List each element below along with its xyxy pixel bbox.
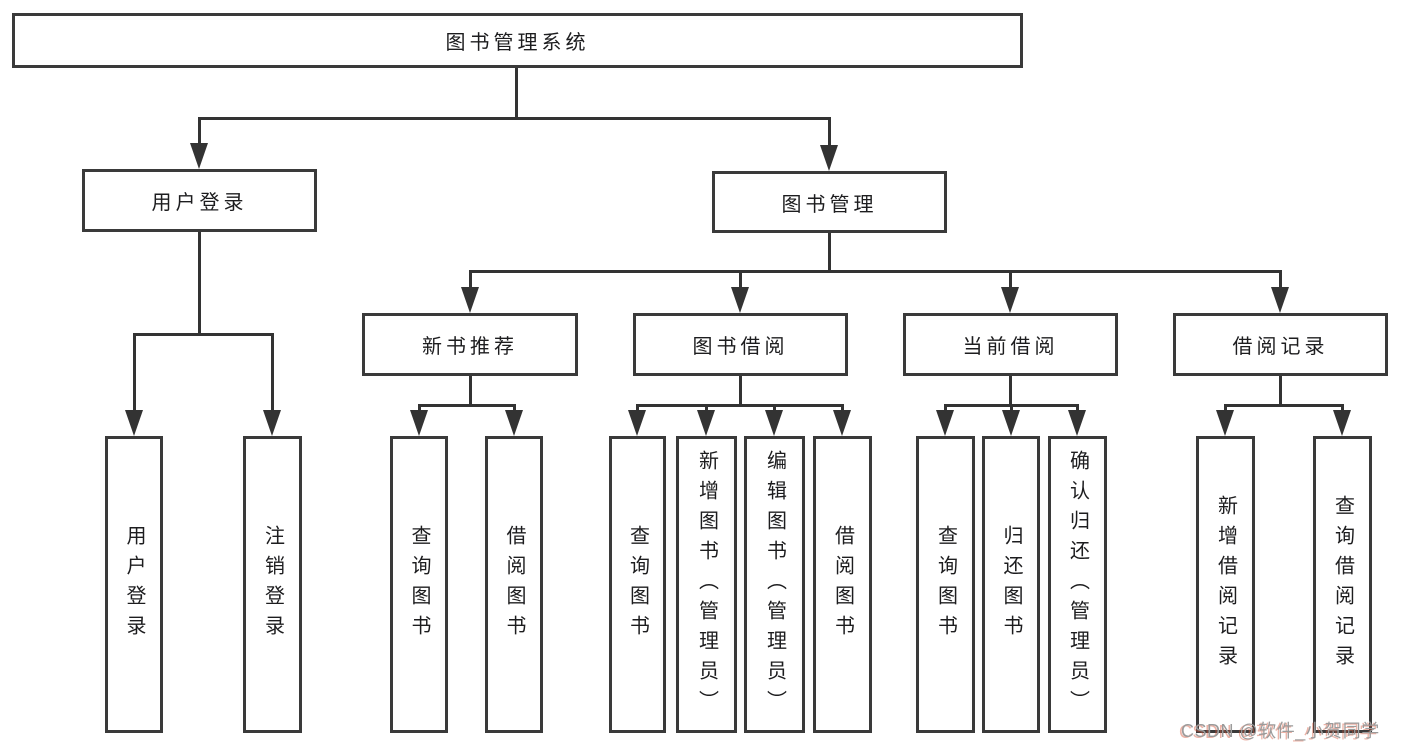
connector-line [198, 117, 201, 147]
connector-line [1279, 270, 1282, 290]
leaf-user-login: 用户登录 [105, 436, 163, 733]
connector-line [133, 333, 274, 336]
leaf-add-borrow-record: 新增借阅记录 [1196, 436, 1255, 733]
arrow-down-icon [1216, 410, 1234, 436]
arrow-down-icon [1001, 287, 1019, 313]
leaf-logout: 注销登录 [243, 436, 302, 733]
connector-line [271, 333, 274, 413]
leaf-borrow-books-recommend: 借阅图书 [485, 436, 543, 733]
leaf-add-book-admin: 新增图书（管理员） [676, 436, 737, 733]
arrow-down-icon [628, 410, 646, 436]
arrow-down-icon [125, 410, 143, 436]
arrow-down-icon [1271, 287, 1289, 313]
arrow-down-icon [697, 410, 715, 436]
connector-line [469, 270, 472, 290]
watermark: CSDN @软件_小贺同学 [1181, 721, 1380, 741]
connector-line [828, 233, 831, 272]
arrow-down-icon [833, 410, 851, 436]
connector-line [418, 404, 421, 413]
connector-line [1009, 270, 1012, 290]
leaf-return-book: 归还图书 [982, 436, 1040, 733]
connector-line [773, 404, 776, 413]
leaf-query-books-recommend: 查询图书 [390, 436, 448, 733]
arrow-down-icon [190, 143, 208, 169]
connector-line [1009, 376, 1012, 407]
leaf-edit-book-admin: 编辑图书（管理员） [744, 436, 805, 733]
arrow-down-icon [461, 287, 479, 313]
leaf-query-books-current: 查询图书 [916, 436, 975, 733]
arrow-down-icon [263, 410, 281, 436]
arrow-down-icon [731, 287, 749, 313]
node-book-management: 图书管理 [712, 171, 947, 233]
connector-line [515, 68, 518, 119]
connector-line [198, 117, 831, 120]
connector-line [469, 270, 1282, 273]
connector-line [944, 404, 947, 413]
node-borrowing-records: 借阅记录 [1173, 313, 1388, 376]
connector-line [739, 376, 742, 407]
leaf-confirm-return-admin: 确认归还（管理员） [1048, 436, 1107, 733]
arrow-down-icon [1333, 410, 1351, 436]
connector-line [1279, 376, 1282, 407]
connector-line [828, 117, 831, 148]
arrow-down-icon [1068, 410, 1086, 436]
connector-line [469, 376, 472, 407]
node-library-management-system: 图书管理系统 [12, 13, 1023, 68]
connector-line [705, 404, 708, 413]
arrow-down-icon [505, 410, 523, 436]
leaf-query-books-borrowing: 查询图书 [609, 436, 666, 733]
arrow-down-icon [1002, 410, 1020, 436]
connector-line [1341, 404, 1344, 413]
connector-line [1076, 404, 1079, 413]
node-user-login-branch: 用户登录 [82, 169, 317, 232]
connector-line [1224, 404, 1227, 413]
connector-line [513, 404, 516, 413]
connector-line [1010, 404, 1013, 413]
arrow-down-icon [765, 410, 783, 436]
arrow-down-icon [820, 145, 838, 171]
node-current-borrowing: 当前借阅 [903, 313, 1118, 376]
node-book-borrowing: 图书借阅 [633, 313, 848, 376]
connector-line [133, 333, 136, 413]
connector-line [841, 404, 844, 413]
connector-line [636, 404, 844, 407]
connector-line [418, 404, 516, 407]
connector-line [198, 232, 201, 335]
arrow-down-icon [410, 410, 428, 436]
leaf-query-borrow-record: 查询借阅记录 [1313, 436, 1372, 733]
connector-line [636, 404, 639, 413]
node-new-book-recommend: 新书推荐 [362, 313, 578, 376]
connector-line [1224, 404, 1344, 407]
connector-line [739, 270, 742, 290]
arrow-down-icon [936, 410, 954, 436]
leaf-borrow-books: 借阅图书 [813, 436, 872, 733]
